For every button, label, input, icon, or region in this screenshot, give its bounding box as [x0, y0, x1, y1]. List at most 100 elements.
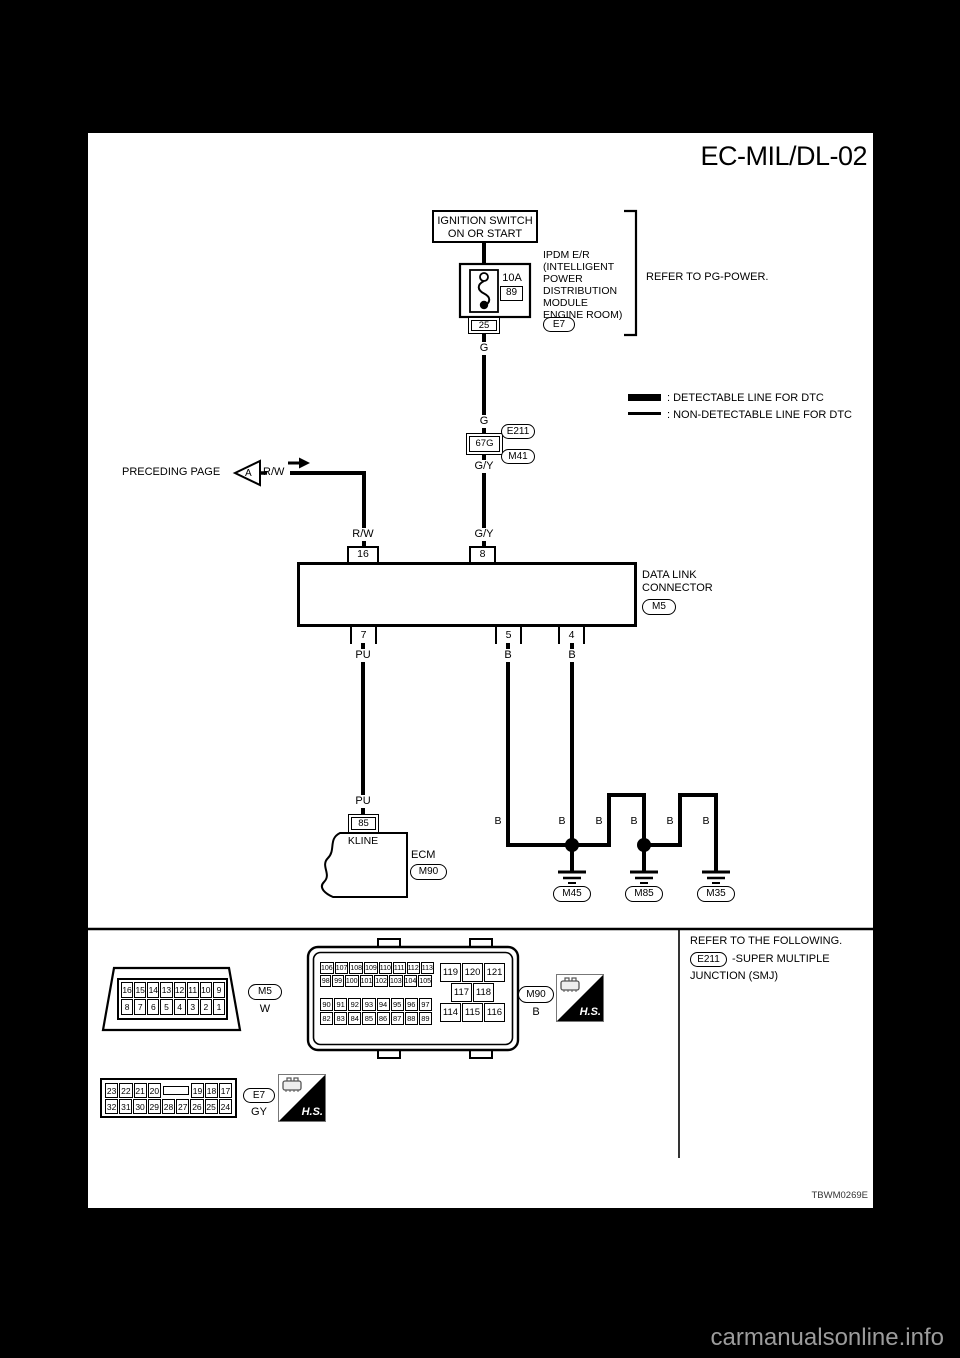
- m90-color-code: B: [532, 1006, 540, 1018]
- refer-e211-pill: E211: [690, 952, 727, 967]
- pin-cell-5: 5: [160, 999, 173, 1015]
- pin-cell-111: 111: [392, 962, 406, 974]
- pin-cell-28: 28: [161, 1099, 176, 1114]
- pin-cell-103: 103: [388, 975, 403, 987]
- hs-triangle: [557, 975, 603, 1021]
- wire-label-gy-lower: G/Y: [470, 528, 498, 541]
- connector-m90-pill: M90: [410, 864, 447, 880]
- m5-color-code: W: [259, 1003, 271, 1015]
- ecm-pin-label: 85: [351, 817, 376, 830]
- fuse-rating-label: 10A: [502, 272, 522, 284]
- refer-following-line3: JUNCTION (SMJ): [690, 970, 778, 982]
- wire-label-b: B: [702, 815, 710, 827]
- refer-following-line2: -SUPER MULTIPLE: [732, 953, 830, 965]
- hs-triangle: [279, 1075, 325, 1121]
- preceding-arrow-letter: A: [245, 468, 252, 479]
- legend-thin-line-sample: [628, 412, 661, 415]
- wire-label-gy-upper: G/Y: [470, 460, 498, 473]
- preceding-page-arrow-icon: [232, 459, 267, 487]
- dlc-name-line2: CONNECTOR: [642, 582, 713, 594]
- fuse-number-box: 89: [500, 286, 523, 301]
- wire-label-rw-in: R/W: [263, 466, 285, 478]
- rw-wire: [290, 471, 366, 546]
- e7-view-pill: E7: [243, 1088, 275, 1103]
- wire-label-pu-upper: PU: [353, 649, 373, 662]
- pin-cell-118: 118: [473, 983, 494, 1002]
- pin-cell-26: 26: [190, 1099, 204, 1114]
- connector-e211-pill: E211: [501, 424, 535, 439]
- pin-cell-20: 20: [147, 1083, 161, 1098]
- hs-label: H.S.: [579, 1006, 601, 1018]
- pin-cell-115: 115: [462, 1003, 483, 1022]
- pin-cell-86: 86: [376, 1012, 390, 1025]
- pin-cell-24: 24: [218, 1099, 232, 1114]
- m5-view-pill: M5: [248, 984, 282, 1000]
- smj-pin-label: 67G: [469, 436, 500, 452]
- pin-cell-112: 112: [406, 962, 420, 974]
- pin-cell-116: 116: [484, 1003, 505, 1022]
- ecm-outline: [320, 832, 408, 898]
- pin-cell-119: 119: [440, 963, 461, 982]
- wire-label-b: B: [494, 815, 502, 827]
- pin-cell-90: 90: [320, 998, 334, 1011]
- m90-view-pill: M90: [518, 986, 554, 1003]
- page-title: EC-MIL/DL-02: [700, 141, 867, 171]
- fuse-pin-label: 25: [471, 320, 497, 331]
- pin-cell-1: 1: [212, 999, 225, 1015]
- ipdm-line: DISTRIBUTION: [543, 285, 618, 297]
- pin-cell-2: 2: [199, 999, 212, 1015]
- flow-direction-arrow-icon: [288, 457, 310, 469]
- connector-m5-pill: M5: [642, 599, 676, 615]
- refer-following-line1: REFER TO THE FOLLOWING.: [690, 935, 843, 947]
- pin-cell-14: 14: [147, 982, 160, 998]
- hs-view-icon: H.S.: [278, 1074, 326, 1122]
- pin-cell-18: 18: [205, 1083, 218, 1098]
- ecm-pin-box: 85: [348, 814, 379, 833]
- ground-m35-pill: M35: [697, 886, 735, 902]
- wire-label-b: B: [666, 815, 674, 827]
- watermark: carmanualsonline.info: [710, 1324, 944, 1351]
- pin-cell-95: 95: [390, 998, 404, 1011]
- pin-cell-22: 22: [119, 1083, 133, 1098]
- pin-cell-27: 27: [176, 1099, 190, 1114]
- pin-cell-82: 82: [320, 1012, 334, 1025]
- pin-cell-11: 11: [186, 982, 199, 998]
- wire-label-b: B: [595, 815, 603, 827]
- ipdm-line: IPDM E/R: [543, 249, 590, 261]
- wire-label-b: B: [500, 649, 516, 662]
- pin-cell-104: 104: [403, 975, 418, 987]
- pin-cell-121: 121: [484, 963, 505, 982]
- pin-cell-31: 31: [119, 1099, 133, 1114]
- connector-e7-pill: E7: [543, 317, 575, 332]
- pin-cell-114: 114: [440, 1003, 461, 1022]
- dlc-pin-4: 4: [568, 629, 575, 641]
- pin-cell-106: 106: [320, 962, 334, 974]
- pin-cell-105: 105: [418, 975, 432, 987]
- pin-cell-91: 91: [334, 998, 348, 1011]
- ground-symbol-m45: [558, 870, 586, 884]
- pin-cell-117: 117: [451, 983, 472, 1002]
- ecm-pin-name: KLINE: [347, 835, 379, 847]
- ignition-line2: ON OR START: [447, 228, 523, 240]
- ignition-switch-box: IGNITION SWITCH ON OR START: [432, 210, 538, 243]
- ground-symbol-m35: [702, 870, 730, 884]
- ecm-name-label: ECM: [411, 849, 436, 861]
- ipdm-line: (INTELLIGENT: [543, 261, 615, 273]
- pin-cell-13: 13: [160, 982, 173, 998]
- fuse-symbol: [458, 262, 532, 319]
- wire-label-pu-lower: PU: [353, 795, 373, 808]
- junction-dots: [565, 838, 651, 852]
- pin-cell-6: 6: [147, 999, 160, 1015]
- pin-cell-98: 98: [320, 975, 332, 987]
